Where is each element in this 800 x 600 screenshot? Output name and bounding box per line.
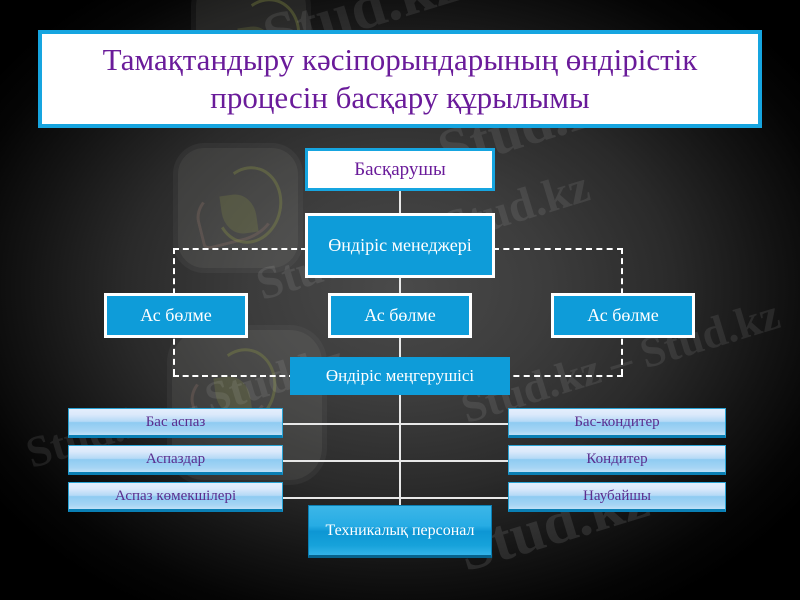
dashed-connector-top-left: [173, 248, 307, 250]
node-manager-label: Басқарушы: [354, 158, 446, 180]
connector-row-assistants: [282, 497, 518, 499]
node-kitchen-left-label: Ас бөлме: [140, 304, 212, 325]
connector-prod-manager-to-kitchen-center: [399, 277, 401, 294]
node-production-manager[interactable]: Өндіріс менеджері: [305, 213, 495, 278]
node-baker-label: Наубайшы: [583, 487, 651, 504]
connector-kitchen-center-to-supervisor: [399, 337, 401, 357]
connector-supervisor-trunk: [399, 394, 401, 512]
connector-row-chefs: [282, 460, 518, 462]
node-technical-staff-label: Техникалық персонал: [325, 521, 475, 539]
slide-title-box: Тамақтандыру кәсіпорындарының өндірістік…: [38, 30, 762, 128]
node-kitchen-center[interactable]: Ас бөлме: [328, 293, 472, 338]
stud-kz-logo-watermark: [178, 148, 298, 268]
node-head-chef-label: Бас аспаз: [145, 413, 206, 430]
node-confectioner[interactable]: Кондитер: [508, 445, 726, 475]
node-head-chef[interactable]: Бас аспаз: [68, 408, 283, 438]
node-chefs[interactable]: Аспаздар: [68, 445, 283, 475]
node-kitchen-left[interactable]: Ас бөлме: [104, 293, 248, 338]
node-head-confectioner-label: Бас-кондитер: [574, 413, 660, 430]
node-confectioner-label: Кондитер: [586, 450, 648, 467]
node-manager[interactable]: Басқарушы: [305, 148, 495, 191]
dashed-connector-top-right: [493, 248, 623, 250]
node-kitchen-center-label: Ас бөлме: [364, 304, 436, 325]
dashed-connector-bottom-right: [503, 375, 623, 377]
dashed-connector-bottom-left: [173, 375, 295, 377]
node-kitchen-right-label: Ас бөлме: [587, 304, 659, 325]
node-baker[interactable]: Наубайшы: [508, 482, 726, 512]
node-chef-assistants-label: Аспаз көмекшілері: [114, 487, 237, 504]
node-head-confectioner[interactable]: Бас-кондитер: [508, 408, 726, 438]
node-chefs-label: Аспаздар: [145, 450, 206, 467]
connector-manager-to-prod-manager: [399, 190, 401, 214]
node-production-supervisor-label: Өндіріс меңгерушісі: [325, 365, 475, 385]
node-chef-assistants[interactable]: Аспаз көмекшілері: [68, 482, 283, 512]
connector-row-chef: [282, 423, 518, 425]
page-title: Тамақтандыру кәсіпорындарының өндірістік…: [102, 42, 698, 115]
node-production-supervisor[interactable]: Өндіріс меңгерушісі: [290, 357, 510, 395]
node-production-manager-label: Өндіріс менеджері: [328, 234, 472, 255]
node-technical-staff[interactable]: Техникалық персонал: [308, 505, 492, 558]
node-kitchen-right[interactable]: Ас бөлме: [551, 293, 695, 338]
